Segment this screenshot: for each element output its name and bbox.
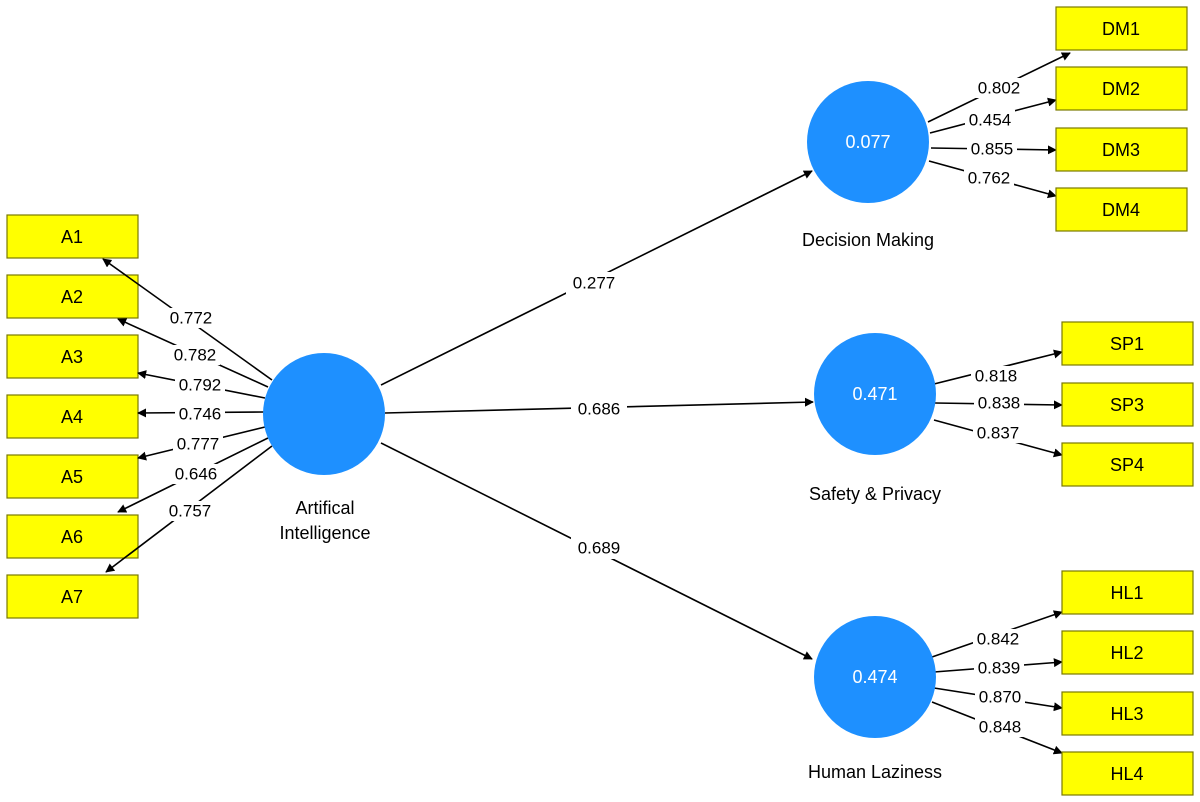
loading-a1: 0.772 (170, 309, 213, 328)
loading-a5: 0.777 (177, 435, 220, 454)
indicator-dm4[interactable]: DM4 (1055, 187, 1188, 232)
loading-sp4: 0.837 (977, 424, 1020, 443)
svg-text:A6: A6 (61, 527, 83, 547)
indicator-sp1[interactable]: SP1 (1061, 321, 1194, 366)
loading-hl4: 0.848 (979, 718, 1022, 737)
indicator-dm1[interactable]: DM1 (1055, 6, 1188, 51)
indicator-a3[interactable]: A3 (6, 334, 139, 379)
svg-text:A4: A4 (61, 407, 83, 427)
loading-a3: 0.792 (179, 376, 222, 395)
dm-loading-edges: 0.802 0.454 0.855 0.762 (927, 52, 1071, 199)
loading-hl1: 0.842 (977, 630, 1020, 649)
svg-text:SP3: SP3 (1110, 395, 1144, 415)
svg-text:HL3: HL3 (1110, 704, 1143, 724)
indicator-dm3[interactable]: DM3 (1055, 127, 1188, 172)
construct-name-ai-line2: Intelligence (279, 523, 370, 543)
hl-loading-edges: 0.842 0.839 0.870 0.848 (931, 610, 1063, 755)
structural-paths: 0.277 0.686 0.689 (380, 170, 814, 660)
construct-name-ai-line1: Artifical (295, 498, 354, 518)
loading-hl2: 0.839 (978, 659, 1021, 678)
loading-sp1: 0.818 (975, 367, 1018, 386)
sp-loading-edges: 0.818 0.838 0.837 (933, 349, 1063, 458)
loading-a2: 0.782 (174, 346, 217, 365)
svg-text:DM4: DM4 (1102, 200, 1140, 220)
svg-text:HL2: HL2 (1110, 643, 1143, 663)
construct-artificial-intelligence[interactable]: Artifical Intelligence (263, 353, 385, 543)
svg-text:DM1: DM1 (1102, 19, 1140, 39)
construct-human-laziness[interactable]: 0.474 Human Laziness (808, 616, 942, 782)
svg-text:HL4: HL4 (1110, 764, 1143, 784)
loading-hl3: 0.870 (979, 688, 1022, 707)
loading-dm3: 0.855 (971, 140, 1014, 159)
indicator-a7[interactable]: A7 (6, 574, 139, 619)
loading-dm1: 0.802 (978, 79, 1021, 98)
r2-sp: 0.471 (852, 384, 897, 404)
r2-hl: 0.474 (852, 667, 897, 687)
svg-text:SP1: SP1 (1110, 334, 1144, 354)
svg-text:A7: A7 (61, 587, 83, 607)
svg-text:A5: A5 (61, 467, 83, 487)
ai-indicators: A1 A2 A3 A4 A5 A6 A7 (6, 214, 139, 619)
loading-a6: 0.646 (175, 465, 218, 484)
indicator-a5[interactable]: A5 (6, 454, 139, 499)
loading-sp3: 0.838 (978, 394, 1021, 413)
svg-text:A1: A1 (61, 227, 83, 247)
path-coef-ai-dm: 0.277 (573, 274, 616, 293)
indicator-a4[interactable]: A4 (6, 394, 139, 439)
loading-a7: 0.757 (169, 502, 212, 521)
ai-loading-labels: 0.772 0.782 0.792 0.746 0.777 0.646 0.75… (165, 308, 225, 521)
dm-indicators: DM1 DM2 DM3 DM4 (1055, 6, 1188, 232)
svg-text:A2: A2 (61, 287, 83, 307)
indicator-sp3[interactable]: SP3 (1061, 382, 1194, 427)
indicator-dm2[interactable]: DM2 (1055, 66, 1188, 111)
svg-text:SP4: SP4 (1110, 455, 1144, 475)
indicator-sp4[interactable]: SP4 (1061, 442, 1194, 487)
construct-name-sp: Safety & Privacy (809, 484, 941, 504)
svg-text:DM3: DM3 (1102, 140, 1140, 160)
svg-text:HL1: HL1 (1110, 583, 1143, 603)
indicator-a6[interactable]: A6 (6, 514, 139, 559)
construct-name-hl: Human Laziness (808, 762, 942, 782)
loading-a4: 0.746 (179, 405, 222, 424)
construct-safety-privacy[interactable]: 0.471 Safety & Privacy (809, 333, 941, 504)
path-coef-ai-hl: 0.689 (578, 539, 621, 558)
sp-indicators: SP1 SP3 SP4 (1061, 321, 1194, 487)
svg-text:DM2: DM2 (1102, 79, 1140, 99)
path-coef-ai-sp: 0.686 (578, 400, 621, 419)
indicator-hl1[interactable]: HL1 (1061, 570, 1194, 615)
hl-indicators: HL1 HL2 HL3 HL4 (1061, 570, 1194, 796)
indicator-a2[interactable]: A2 (6, 274, 139, 319)
construct-decision-making[interactable]: 0.077 Decision Making (802, 81, 934, 250)
loading-dm2: 0.454 (969, 111, 1012, 130)
indicator-hl4[interactable]: HL4 (1061, 751, 1194, 796)
loading-dm4: 0.762 (968, 169, 1011, 188)
indicator-a1[interactable]: A1 (6, 214, 139, 259)
indicator-hl3[interactable]: HL3 (1061, 691, 1194, 736)
r2-dm: 0.077 (845, 132, 890, 152)
indicator-hl2[interactable]: HL2 (1061, 630, 1194, 675)
construct-name-dm: Decision Making (802, 230, 934, 250)
svg-text:A3: A3 (61, 347, 83, 367)
